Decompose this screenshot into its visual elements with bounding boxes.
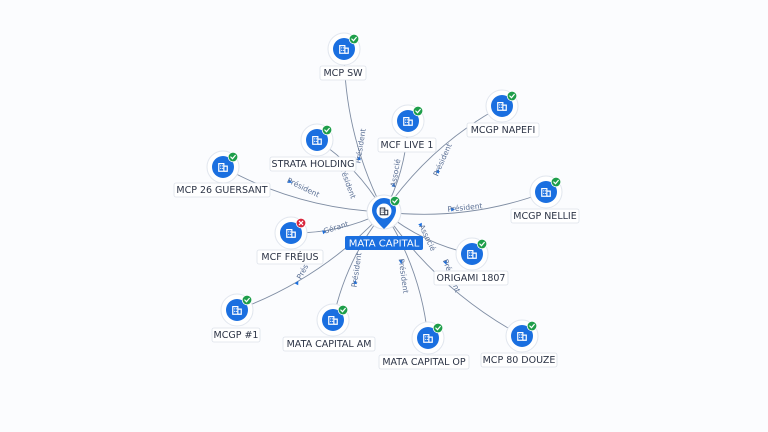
node-label-box	[433, 270, 509, 286]
company-icon	[218, 163, 228, 172]
node-mcgp-napefi[interactable]: MCGP NAPEFI	[466, 89, 540, 138]
company-icon	[423, 334, 433, 343]
error-x-icon	[295, 217, 307, 229]
edge-relation-label: Président	[397, 258, 411, 294]
node-label: MCGP NELLIE	[513, 211, 576, 222]
node-mata-capital-am[interactable]: MATA CAPITAL AM	[282, 303, 376, 352]
node-mcf-live-1[interactable]: MCF LIVE 1	[377, 104, 437, 153]
node-label: MCGP NAPEFI	[471, 125, 536, 136]
node-label-box	[510, 208, 580, 224]
company-icon	[541, 188, 551, 197]
verified-check-icon	[506, 90, 518, 102]
node-label: MATA CAPITAL OP	[382, 357, 466, 368]
verified-check-icon	[550, 176, 562, 188]
company-icon	[497, 102, 507, 111]
verified-check-icon	[227, 151, 239, 163]
company-icon	[328, 316, 338, 325]
edge-arrow-icon	[287, 179, 293, 183]
edge-arrow-icon	[353, 279, 358, 285]
nodes-layer: MCP SW MCF LIVE 1 MCGP NAPEFI STRATA HOLDIN…	[173, 32, 580, 370]
edge-mcgp-nellie	[383, 191, 547, 215]
node-label: MATA CAPITAL AM	[287, 339, 372, 350]
edge-mcgp-1	[236, 211, 385, 311]
verified-check-icon	[432, 322, 444, 334]
node-label-box	[378, 354, 470, 370]
node-mcgp-1[interactable]: MCGP #1	[211, 293, 261, 343]
verified-check-icon	[412, 105, 424, 117]
center-node[interactable]: MATA CAPITAL	[345, 194, 423, 250]
company-icon	[517, 332, 527, 341]
node-label: MCP SW	[323, 68, 363, 79]
node-mcp-26-guersant[interactable]: MCP 26 GUERSANT	[173, 150, 271, 198]
company-icon	[467, 250, 477, 259]
node-mata-capital-op[interactable]: MATA CAPITAL OP	[378, 321, 470, 370]
verified-check-icon	[476, 238, 488, 250]
verified-check-icon	[321, 124, 333, 136]
company-icon	[403, 117, 413, 126]
node-label-box	[211, 327, 261, 343]
node-strata-holding[interactable]: STRATA HOLDING	[269, 123, 357, 172]
node-origami-1807[interactable]: ORIGAMI 1807	[433, 237, 509, 286]
node-label: MCP 80 DOUZE	[483, 355, 556, 366]
edge-arrow-icon	[294, 280, 299, 286]
node-label-box	[256, 249, 324, 265]
edge-relation-label: Président	[350, 252, 364, 288]
center-label-box	[345, 236, 423, 250]
node-label-box	[466, 122, 540, 138]
company-icon	[232, 306, 242, 315]
edge-arrow-icon	[391, 182, 396, 188]
node-label-box	[319, 65, 367, 81]
verified-check-icon	[389, 195, 401, 207]
node-mcp-sw[interactable]: MCP SW	[319, 32, 367, 81]
node-label-box	[480, 352, 558, 368]
node-label-box	[173, 182, 271, 198]
edge-mcp-26-guersant	[222, 166, 385, 213]
edge-relation-label: Prés	[295, 263, 310, 281]
edge-arrow-icon	[435, 169, 440, 174]
verified-check-icon	[526, 320, 538, 332]
edge-arrow-icon	[418, 222, 422, 228]
node-label: MCGP #1	[214, 330, 259, 341]
edge-arrow-icon	[322, 230, 327, 235]
company-icon	[339, 45, 349, 54]
edge-arrow-icon	[450, 207, 456, 212]
edge-arrow-icon	[356, 155, 361, 161]
node-label-box	[269, 156, 357, 172]
edge-relation-label: Gérant	[322, 219, 349, 236]
node-label: MCF LIVE 1	[381, 140, 434, 151]
node-mcgp-nellie[interactable]: MCGP NELLIE	[510, 175, 580, 224]
node-mcf-fr-jus[interactable]: MCF FRÉJUS	[256, 216, 324, 265]
node-label: MCF FRÉJUS	[261, 251, 318, 263]
verified-check-icon	[241, 294, 253, 306]
edge-arrow-icon	[443, 260, 447, 265]
node-label: MCP 26 GUERSANT	[176, 185, 267, 196]
node-label: ORIGAMI 1807	[437, 273, 506, 284]
verified-check-icon	[348, 33, 360, 45]
center-label: MATA CAPITAL	[349, 239, 420, 250]
company-icon	[379, 207, 389, 216]
company-icon	[286, 229, 296, 238]
node-label-box	[377, 137, 437, 153]
node-label: STRATA HOLDING	[272, 159, 355, 170]
edge-arrow-icon	[398, 259, 403, 265]
edge-relation-label: Président	[447, 201, 483, 214]
verified-check-icon	[337, 304, 349, 316]
node-mcp-80-douze[interactable]: MCP 80 DOUZE	[480, 319, 558, 368]
node-label-box	[282, 336, 376, 352]
company-icon	[312, 136, 322, 145]
